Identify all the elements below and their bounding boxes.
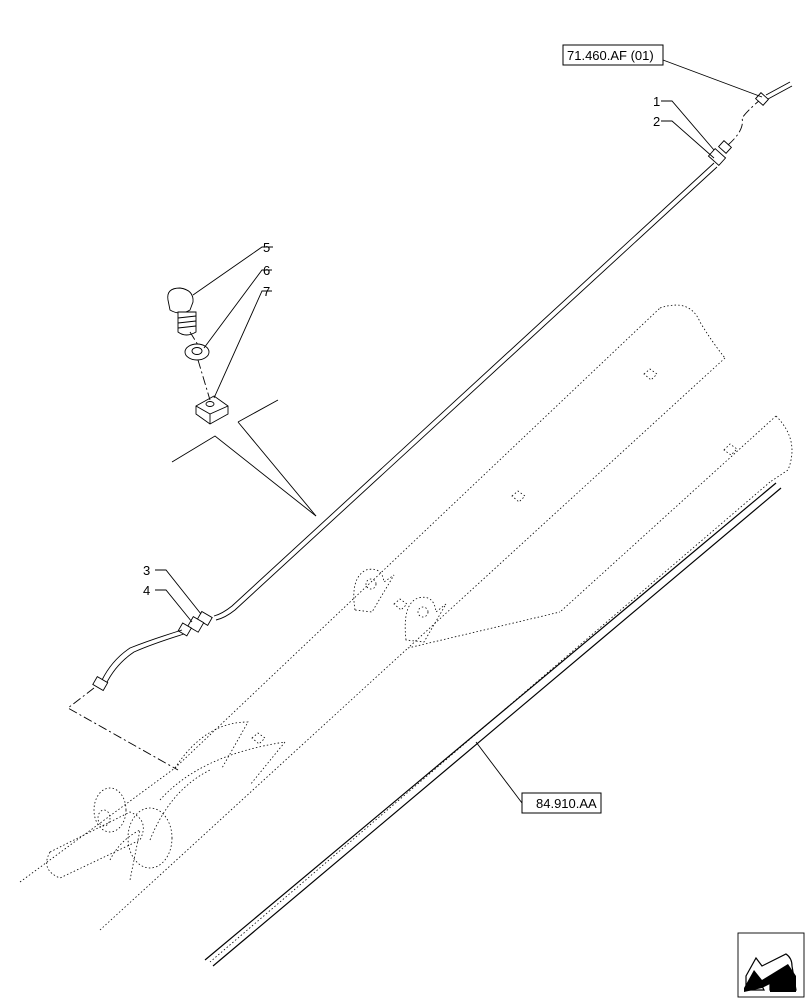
beam-upper-end (659, 304, 726, 359)
hole-1 (643, 368, 658, 381)
mech-arm (109, 829, 141, 881)
assembly-axis (189, 331, 211, 401)
reference-link-bottom[interactable]: 84.910.AA (536, 796, 597, 811)
lug-1 (353, 568, 395, 613)
clip-item-7-edges (195, 405, 229, 424)
beam2-lower-edge (209, 481, 771, 963)
callout-3[interactable]: 3 (143, 563, 150, 578)
leader-7 (213, 290, 272, 399)
hose-edge-b (105, 633, 185, 685)
callout-4[interactable]: 4 (143, 583, 150, 598)
beam-upper-edge (174, 307, 661, 769)
hydraulic-line (67, 81, 793, 771)
fitting-item-1 (707, 147, 727, 167)
fitting-item-4 (187, 616, 205, 633)
leader-3 (155, 569, 202, 615)
hole-3 (511, 490, 526, 503)
pipe-edge-a (213, 162, 715, 617)
pipe-top-end-b (767, 85, 793, 100)
callout-2[interactable]: 2 (653, 114, 660, 129)
mech-shaft (46, 811, 144, 879)
beam-join (407, 611, 561, 649)
beam2-upper-edge (99, 647, 409, 931)
reference-box-top[interactable]: 71.460.AF (01) (562, 44, 664, 66)
mech-plate-2 (159, 741, 286, 801)
leader-4 (155, 589, 193, 623)
callout-7[interactable]: 7 (263, 284, 270, 299)
detail-pointer-left (171, 435, 317, 517)
bolt-shank-item-5 (177, 311, 197, 336)
rail-line-1 (204, 482, 777, 961)
callout-1[interactable]: 1 (653, 94, 660, 109)
fastener-detail (167, 287, 317, 517)
pipe-edge-b (215, 166, 718, 621)
leader-5 (192, 246, 273, 296)
mech-hub (93, 787, 127, 833)
hole-4 (393, 598, 408, 611)
reference-box-top-frame (562, 44, 664, 66)
beam-left-extension (19, 767, 176, 883)
leader-2 (661, 120, 715, 159)
beam-lower-edge (407, 357, 726, 649)
next-page-arrow-icon[interactable] (737, 932, 805, 998)
hose-fitting-upper (177, 622, 192, 637)
leader-ref-bottom (475, 741, 523, 804)
reference-box-bottom[interactable]: 84.910.AA (521, 792, 602, 814)
leader-1 (661, 100, 715, 151)
lug-2 (404, 596, 447, 643)
nav-arrow-fill (744, 964, 796, 992)
reference-link-top[interactable]: 71.460.AF (01) (567, 48, 654, 63)
callout-numbers: 1 2 3 4 5 6 7 (143, 94, 660, 598)
mech-link (149, 769, 211, 841)
detail-pointer-right (237, 399, 317, 517)
callout-5[interactable]: 5 (263, 240, 270, 255)
leader-6 (203, 269, 272, 349)
hole-5 (251, 732, 266, 745)
frame-structure (19, 304, 793, 967)
bolt-head-item-5 (167, 287, 194, 314)
mech-plate-1 (174, 721, 249, 769)
lug-2-hole (417, 606, 429, 618)
rail-line-2 (212, 487, 782, 967)
callout-6[interactable]: 6 (263, 263, 270, 278)
reference-box-bottom-frame (521, 792, 602, 814)
hose-fitting-lower (92, 676, 109, 692)
hole-2 (723, 443, 738, 456)
beam2-top-edge (559, 415, 777, 613)
bolt-thread (177, 315, 197, 329)
hose-edge-a (101, 629, 183, 681)
mech-hub-center (97, 809, 111, 827)
clip-hole (205, 401, 215, 407)
leader-lines (155, 59, 763, 804)
routing-dashdot (67, 687, 179, 771)
leader-ref-top (662, 59, 763, 98)
continuation-top (727, 99, 761, 146)
beam2-end (769, 415, 793, 483)
fitting-item-2 (717, 140, 733, 154)
pipe-top-end (765, 81, 791, 96)
lug-1-hole (365, 578, 377, 590)
mech-wheel (127, 807, 173, 869)
clip-item-7 (195, 395, 229, 425)
washer-item-6-hole (191, 347, 203, 355)
